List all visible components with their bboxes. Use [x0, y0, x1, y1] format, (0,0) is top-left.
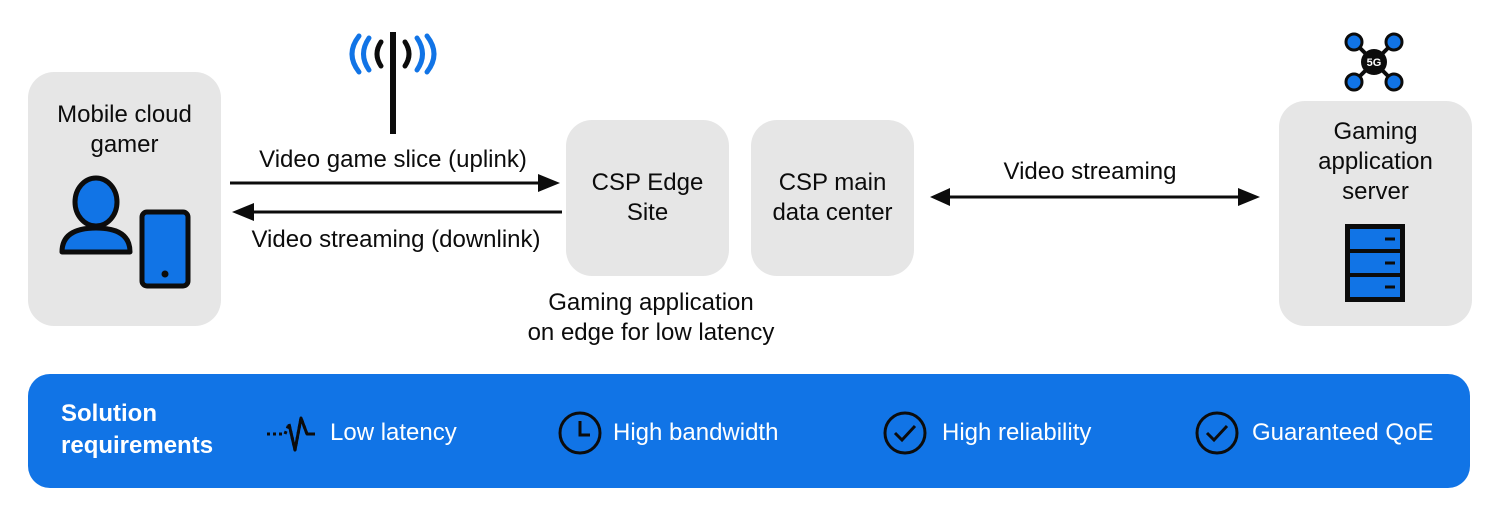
user-icon [59, 175, 133, 255]
downlink-label: Video streaming (downlink) [251, 226, 541, 253]
main-datacenter-label: CSP main data center [772, 169, 893, 226]
requirement-high-bandwidth: High bandwidth [613, 419, 779, 446]
main-datacenter-box: CSP main data center [751, 120, 914, 276]
mobile-gamer-label: Mobile cloud gamer [57, 101, 192, 158]
uplink-arrow [230, 174, 560, 192]
app-server-label: Gaming application server [1318, 118, 1433, 205]
requirements-bar: Solution requirements Low latency High b… [28, 374, 1470, 488]
edge-site-box: CSP Edge Site [566, 120, 729, 276]
requirement-low-latency: Low latency [330, 419, 457, 446]
drone-5g-icon: 5G [1344, 32, 1404, 92]
edge-site-label: CSP Edge Site [591, 169, 704, 226]
requirement-guaranteed-qoe: Guaranteed QoE [1252, 419, 1434, 446]
requirement-high-reliability: High reliability [942, 419, 1092, 446]
check-circle-icon [1195, 411, 1239, 455]
fiveg-badge: 5G [1367, 57, 1382, 69]
downlink-arrow [232, 203, 562, 221]
latency-pulse-icon [267, 416, 315, 452]
app-server-box: Gaming application server [1279, 101, 1472, 326]
streaming-label: Video streaming [1003, 158, 1177, 185]
clock-icon [558, 411, 602, 455]
check-circle-icon [883, 411, 927, 455]
smartphone-icon [139, 209, 191, 289]
uplink-label: Video game slice (uplink) [259, 146, 527, 173]
streaming-arrow [930, 188, 1260, 206]
requirements-title: Solution requirements [61, 400, 214, 459]
server-rack-icon [1345, 224, 1405, 302]
antenna-icon [349, 32, 437, 134]
edge-site-caption: Gaming application on edge for low laten… [527, 289, 775, 346]
